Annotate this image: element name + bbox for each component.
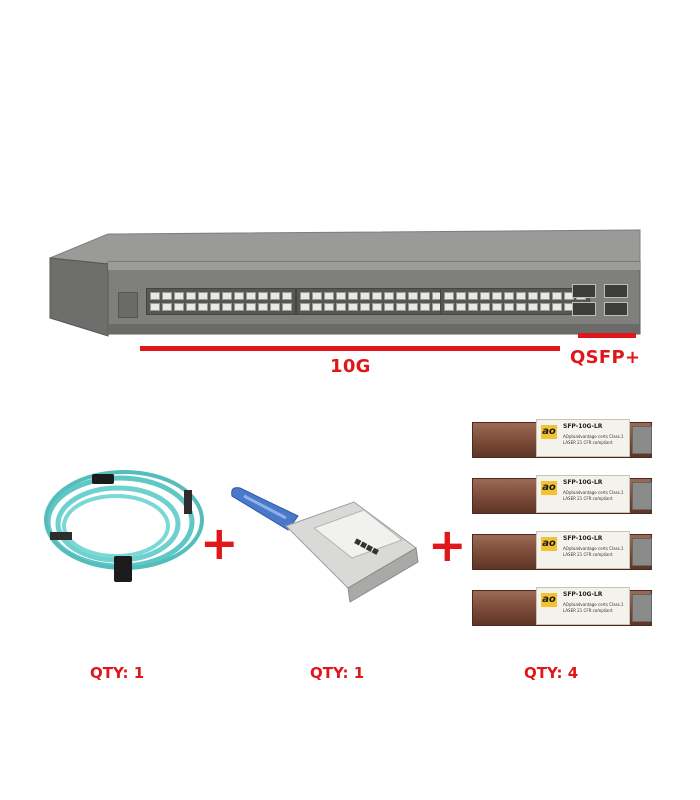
qsfp-transceiver-image: ■■■■: [231, 487, 419, 603]
sfp-module: ao SFP-10G-LR AOptoadvantage certs Class…: [472, 418, 652, 458]
network-switch: [0, 0, 700, 345]
plus-sign-1: +: [200, 516, 239, 570]
ethernet-port-block-3: [440, 288, 590, 315]
sfp-module: ao SFP-10G-LR AOptoadvantage certs Class…: [472, 474, 652, 514]
sfp-module-stack: ao SFP-10G-LR AOptoadvantage certs Class…: [472, 418, 652, 630]
sfp-module: ao SFP-10G-LR AOptoadvantage certs Class…: [472, 530, 652, 570]
ao-logo: ao: [541, 425, 557, 439]
plus-sign-2: +: [428, 518, 467, 572]
sfp-model-text: SFP-10G-LR: [563, 479, 603, 486]
sfp-module-label: ao SFP-10G-LR AOptoadvantage certs Class…: [536, 419, 630, 457]
qty-label-cable: QTY: 1: [90, 664, 145, 682]
qty-label-sfp: QTY: 4: [524, 664, 579, 682]
sfp-fine-print: AOptoadvantage certs Class.1 LASER 21 CF…: [563, 546, 624, 557]
qty-label-qsfp: QTY: 1: [310, 664, 365, 682]
sfp-module-label: ao SFP-10G-LR AOptoadvantage certs Class…: [536, 475, 630, 513]
qsfp-bracket-bar: [578, 333, 636, 338]
ao-logo: ao: [541, 481, 557, 495]
sfp-model-text: SFP-10G-LR: [563, 423, 603, 430]
qsfp-cage-group: [572, 284, 634, 318]
ao-logo: ao: [541, 537, 557, 551]
sfp-fine-print: AOptoadvantage certs Class.1 LASER 21 CF…: [563, 490, 624, 501]
ethernet-port-block-2: [296, 288, 446, 315]
sfp-module-label: ao SFP-10G-LR AOptoadvantage certs Class…: [536, 587, 630, 625]
sfp-model-text: SFP-10G-LR: [563, 535, 603, 542]
sfp-fine-print: AOptoadvantage certs Class.1 LASER 21 CF…: [563, 434, 624, 445]
sfp-model-text: SFP-10G-LR: [563, 591, 603, 598]
sfp-fine-print: AOptoadvantage certs Class.1 LASER 21 CF…: [563, 602, 624, 613]
ao-logo: ao: [541, 593, 557, 607]
fiber-cable-image: [44, 470, 204, 582]
10g-label: 10G: [330, 356, 371, 377]
sfp-module: ao SFP-10G-LR AOptoadvantage certs Class…: [472, 586, 652, 626]
sfp-module-label: ao SFP-10G-LR AOptoadvantage certs Class…: [536, 531, 630, 569]
10g-bracket-bar: [140, 346, 560, 351]
ethernet-port-block-1: [146, 288, 296, 315]
switch-led-block: [118, 292, 138, 318]
qsfp-label: QSFP+: [570, 347, 641, 368]
